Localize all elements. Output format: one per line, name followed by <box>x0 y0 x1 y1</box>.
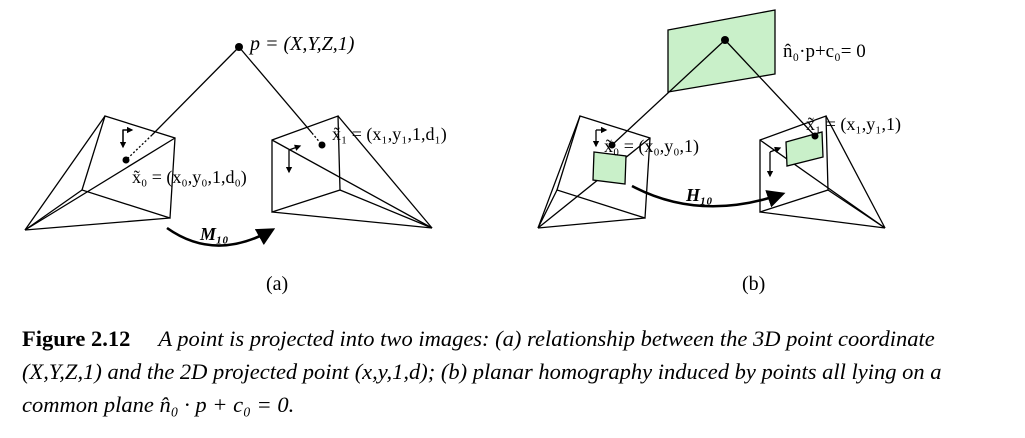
right-camera-a <box>271 115 433 229</box>
point-p-a <box>235 43 243 51</box>
left-image-point-label-b: x̃₀ = (x₀,y₀,1) <box>604 136 699 157</box>
figure-caption-text: A point is projected into two images: (a… <box>22 326 942 417</box>
left-camera-b <box>537 115 651 229</box>
image-point-right-b <box>811 132 819 140</box>
right-image-point-label-b: x̃₁ = (x₁,y₁,1) <box>806 114 901 135</box>
panel-b <box>537 9 886 229</box>
transform-arrow-b <box>631 184 786 208</box>
ray-left-dotted-a <box>125 134 153 161</box>
figure-caption-label: Figure 2.12 <box>22 326 131 351</box>
plane-image-left <box>592 151 627 185</box>
panel-a-caption: (a) <box>266 273 288 295</box>
plane-equation-label: n̂₀·p+c₀= 0 <box>783 41 866 62</box>
figure-diagram: p = (X,Y,Z,1) x̃₀ = (x₀,y₀,1,d₀) x̃₁ = (… <box>24 9 901 295</box>
image-point-right-a <box>318 141 326 149</box>
ray-left-a <box>151 46 240 136</box>
ray-right-b <box>724 39 816 137</box>
ray-left-b <box>611 39 726 146</box>
ray-right-a <box>238 46 313 134</box>
panel-a <box>24 46 433 247</box>
point-p-label: p = (X,Y,Z,1) <box>248 33 355 55</box>
common-plane <box>667 9 776 93</box>
right-image-point-label-a: x̃₁ = (x₁,y₁,1,d₁) <box>332 124 447 145</box>
plane-image-right <box>785 131 824 167</box>
transform-label-a: M₁₀ <box>199 224 229 244</box>
plane-point <box>721 36 729 44</box>
transform-arrow-a <box>166 226 276 247</box>
image-point-left-a <box>122 156 130 164</box>
right-camera-b <box>759 115 886 229</box>
image-point-left-b <box>608 141 616 149</box>
panel-b-caption: (b) <box>742 273 765 295</box>
left-camera-a <box>24 115 176 231</box>
transform-label-b: H₁₀ <box>685 185 713 205</box>
left-image-point-label-a: x̃₀ = (x₀,y₀,1,d₀) <box>132 167 247 188</box>
